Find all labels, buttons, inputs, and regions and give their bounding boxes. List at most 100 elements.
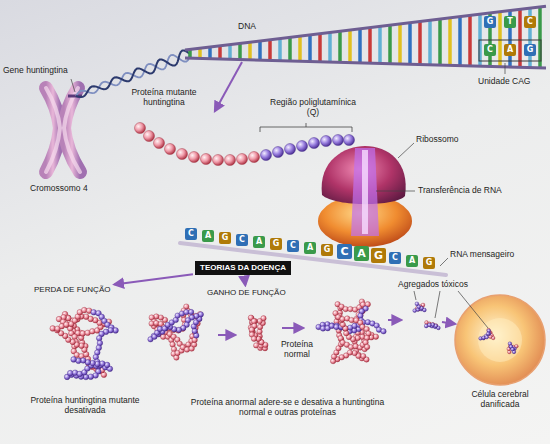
chromatid-highlight [46,88,60,172]
base-pair-rung [348,30,352,63]
amino-acid-bead [353,344,358,349]
amino-acid-bead [285,144,296,155]
base-pair-rung [228,45,232,60]
base-pair-rung [368,28,372,64]
theory-branch: GANHO DE FUNÇÃO [205,287,288,299]
amino-acid-bead [201,154,212,165]
text-label: Proteína anormal adere-se e desativa a h… [185,398,390,418]
codon-letter: G [371,248,386,263]
step-arrow [388,319,401,321]
codon-letter: A [304,242,316,254]
amino-acid-bead [364,344,369,349]
amino-acid-bead [273,147,284,158]
amino-acid-bead [144,131,155,142]
amino-acid-bead [333,135,344,146]
text-label: Célula cerebral danificada [460,390,540,410]
base-pair-rung [298,36,302,61]
dna-ladder [185,6,546,68]
base-letter: C [484,44,496,56]
leader-line [71,79,75,92]
base-pair-rung [218,46,222,59]
transfer-rna-glow [362,150,368,234]
amino-acid-bead [213,155,224,166]
base-pair-rung [248,42,252,60]
amino-acid-bead [79,343,85,349]
amino-acid-bead [225,155,236,166]
chromatid-highlight [64,88,80,172]
base-letter: C [524,16,536,28]
leader-line [376,191,415,192]
amino-acid-bead [431,323,435,327]
amino-acid-bead [189,152,200,163]
text-label: Região poliglutamínica (Q) [266,98,360,118]
codon-letter: C [337,244,352,259]
base-pair-rung [438,19,442,65]
amino-acid-bead [344,135,355,146]
amino-acid-bead [80,331,86,337]
amino-acid-bead [297,141,308,152]
amino-acid-bead [373,334,378,339]
text-label: Proteína huntingtina mutante desativada [25,396,145,416]
text-label: Cromossomo 4 [30,184,88,194]
amino-acid-bead [424,324,428,328]
base-pair-rung [328,32,332,62]
base-letter: G [484,16,496,28]
node-text: TEORIAS DA DOENÇA [200,263,286,273]
base-pair-rung [288,37,292,61]
base-pair-rung [208,47,212,59]
amino-acid-bead [91,310,97,316]
leader-line [505,63,506,74]
theory-box: TEORIAS DA DOENÇA [195,261,291,275]
translation-arrow [215,62,242,111]
step-arrow [282,327,303,329]
amino-acid-bead [176,327,181,332]
codon-letter: A [406,255,418,267]
brain-cell [455,295,545,385]
amino-acid-bead [81,307,87,313]
base-pair-rung [268,40,272,61]
amino-acid-bead [90,329,96,335]
codon-letter: G [321,244,333,256]
amino-acid-bead [361,353,366,358]
amino-acid-bead [487,328,491,332]
transfer-rna [351,148,379,236]
connector-arrow [115,274,194,284]
leader-line [414,291,416,300]
text-label: Gene huntingtina [3,66,68,76]
amino-acid-bead [71,357,77,363]
amino-acid-bead [487,332,491,336]
base-pair-rung [468,15,472,65]
codon-letter: G [270,238,282,250]
amino-acid-bead [135,123,146,134]
text-label: DNA [238,22,256,32]
mrna-strand [180,243,446,275]
leader-line [440,258,448,266]
amino-acid-bead [165,144,176,155]
text-label: RNA mensageiro [450,250,514,260]
text-label: Agregados tóxicos [398,280,468,290]
text-label: Transferência de RNA [418,186,502,196]
amino-acid-bead [381,329,386,334]
amino-acid-bead [415,302,419,306]
amino-acid-bead [344,331,349,336]
amino-acid-bead [95,361,101,367]
base-pair-rung [388,25,392,63]
base-pair-rung [238,43,242,59]
text-label: Unidade CAG [478,77,530,87]
node-text: PERDA DE FUNÇÃO [34,285,110,295]
amino-acid-bead [511,347,515,351]
leader-line [398,143,414,158]
cell-nucleus [478,318,522,362]
protein-chain [135,123,355,166]
amino-acid-bead [177,149,188,160]
connector-arrow [244,277,245,285]
amino-acid-bead [64,322,70,328]
base-pair-rung [358,29,362,63]
codon-letter: C [287,240,299,252]
amino-acid-bead [184,347,189,352]
base-pair-rung [408,23,412,64]
codon-letter: G [423,257,435,269]
bracket [260,123,352,132]
